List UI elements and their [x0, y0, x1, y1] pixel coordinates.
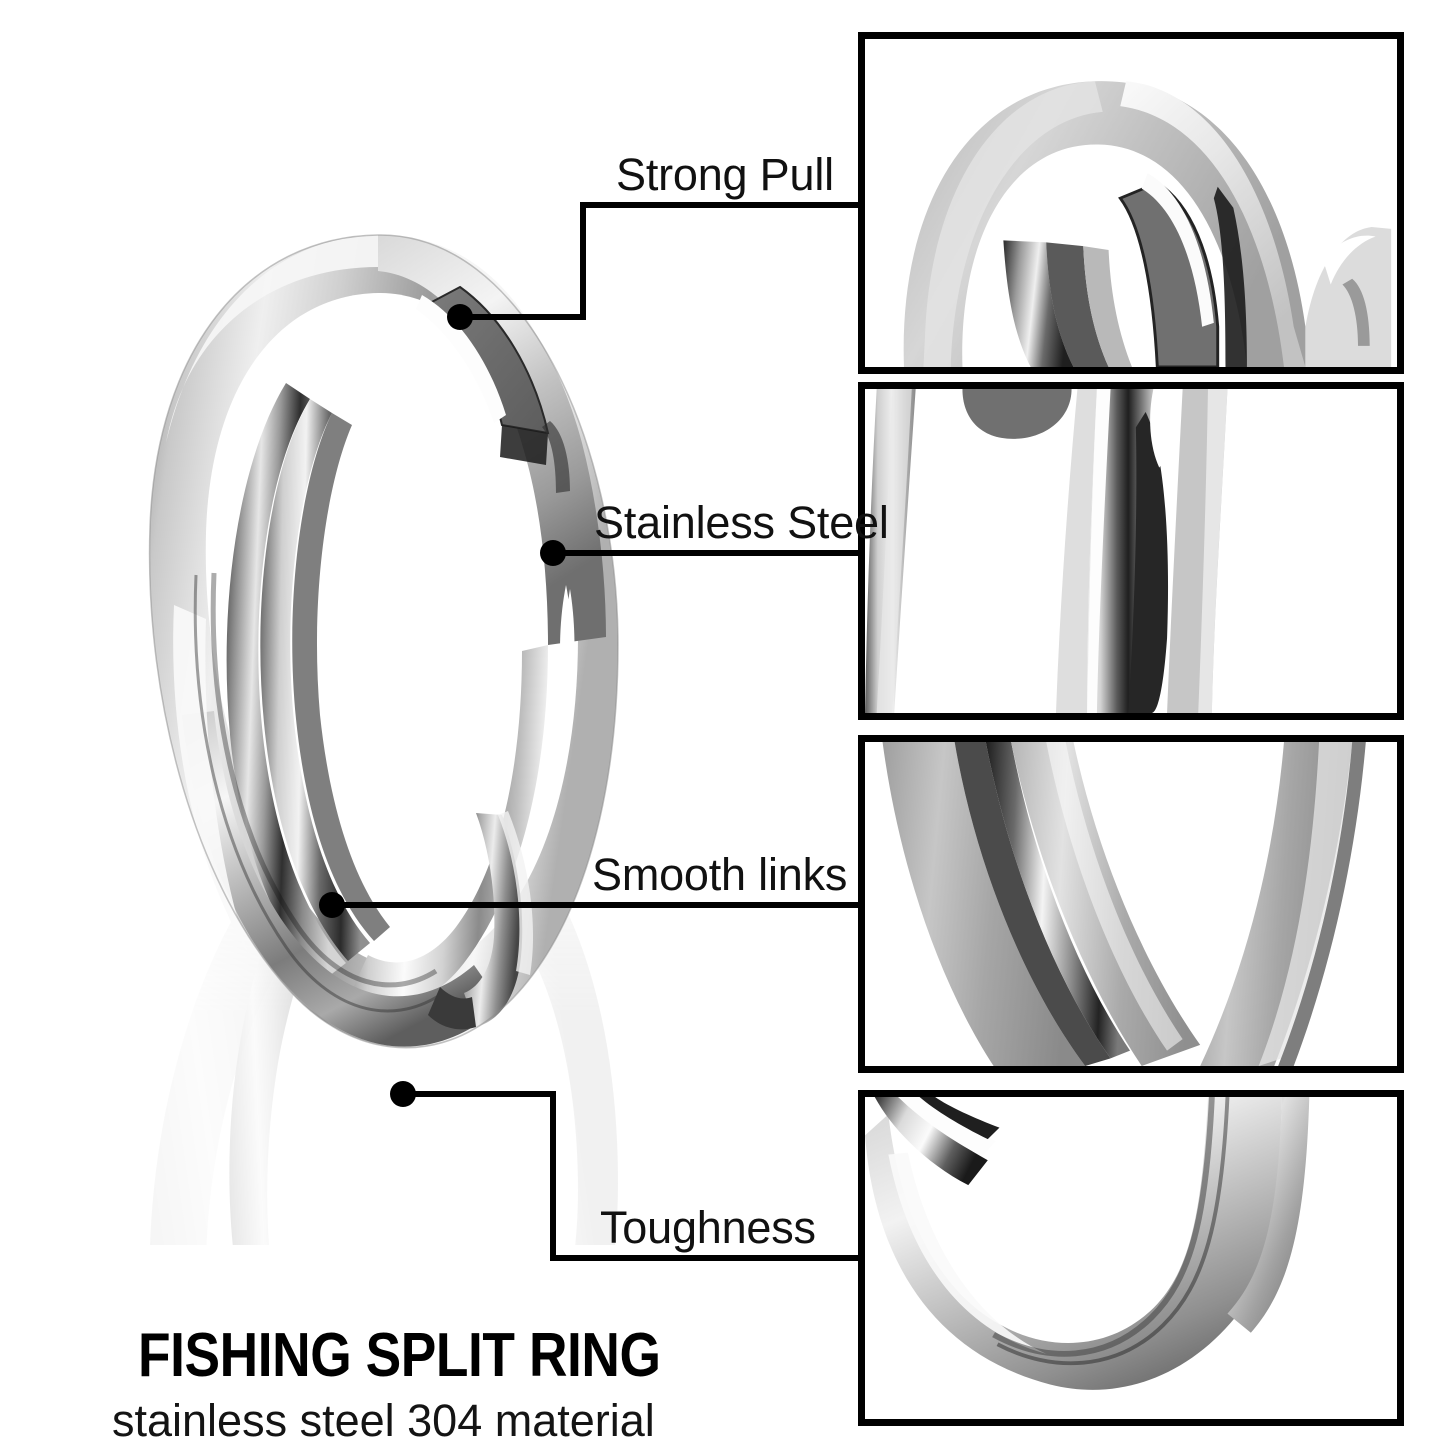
detail-panel-strong-pull [858, 32, 1404, 374]
main-product-image [78, 175, 698, 1245]
callout-label-strong-pull: Strong Pull [616, 149, 834, 200]
product-title: FISHING SPLIT RING [138, 1321, 661, 1390]
detail-panel-smooth-links [858, 735, 1404, 1073]
detail-panel-toughness [858, 1090, 1404, 1426]
callout-label-toughness: Toughness [600, 1202, 816, 1253]
callout-label-stainless-steel: Stainless Steel [594, 497, 889, 548]
detail-panel-stainless-steel [858, 382, 1404, 720]
product-subtitle: stainless steel 304 material [112, 1395, 655, 1446]
callout-label-smooth-links: Smooth links [592, 849, 848, 900]
